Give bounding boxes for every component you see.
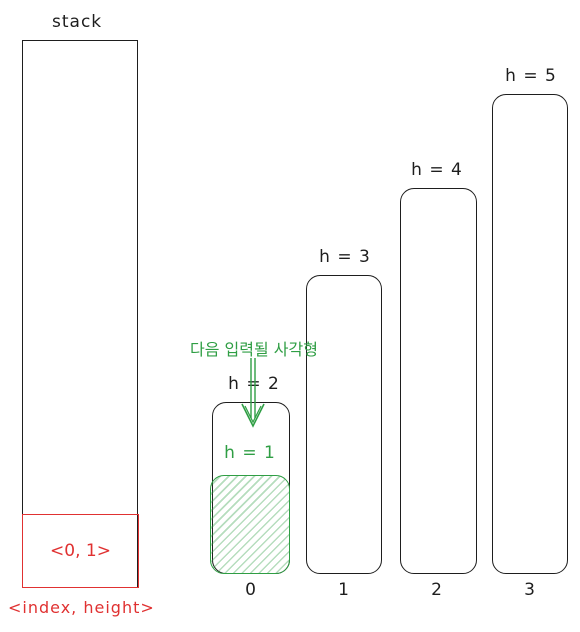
down-arrow-icon (241, 358, 265, 428)
bar-1-index-label: 1 (338, 580, 350, 600)
bar-2-index-label: 2 (431, 580, 443, 600)
bar-2-height-label: h = 4 (411, 160, 463, 180)
next-rectangle (210, 475, 290, 574)
bar-3-height-label: h = 5 (505, 66, 557, 86)
bar-1-height-label: h = 3 (319, 247, 371, 267)
stack-title: stack (52, 12, 103, 32)
stack-legend: <index, height> (8, 598, 155, 617)
bar-0-index-label: 0 (245, 580, 257, 600)
bar-1 (306, 275, 382, 574)
stack-container (22, 40, 138, 588)
bar-3-index-label: 3 (524, 580, 536, 600)
bar-3 (492, 94, 568, 574)
next-rectangle-caption: 다음 입력될 사각형 (190, 340, 318, 359)
next-rectangle-height-label: h = 1 (224, 443, 276, 463)
stack-entry: <0, 1> (22, 514, 139, 588)
bar-0-height-label: h = 2 (228, 374, 280, 394)
bar-2 (400, 188, 477, 574)
stack-entry-label: <0, 1> (50, 541, 111, 561)
